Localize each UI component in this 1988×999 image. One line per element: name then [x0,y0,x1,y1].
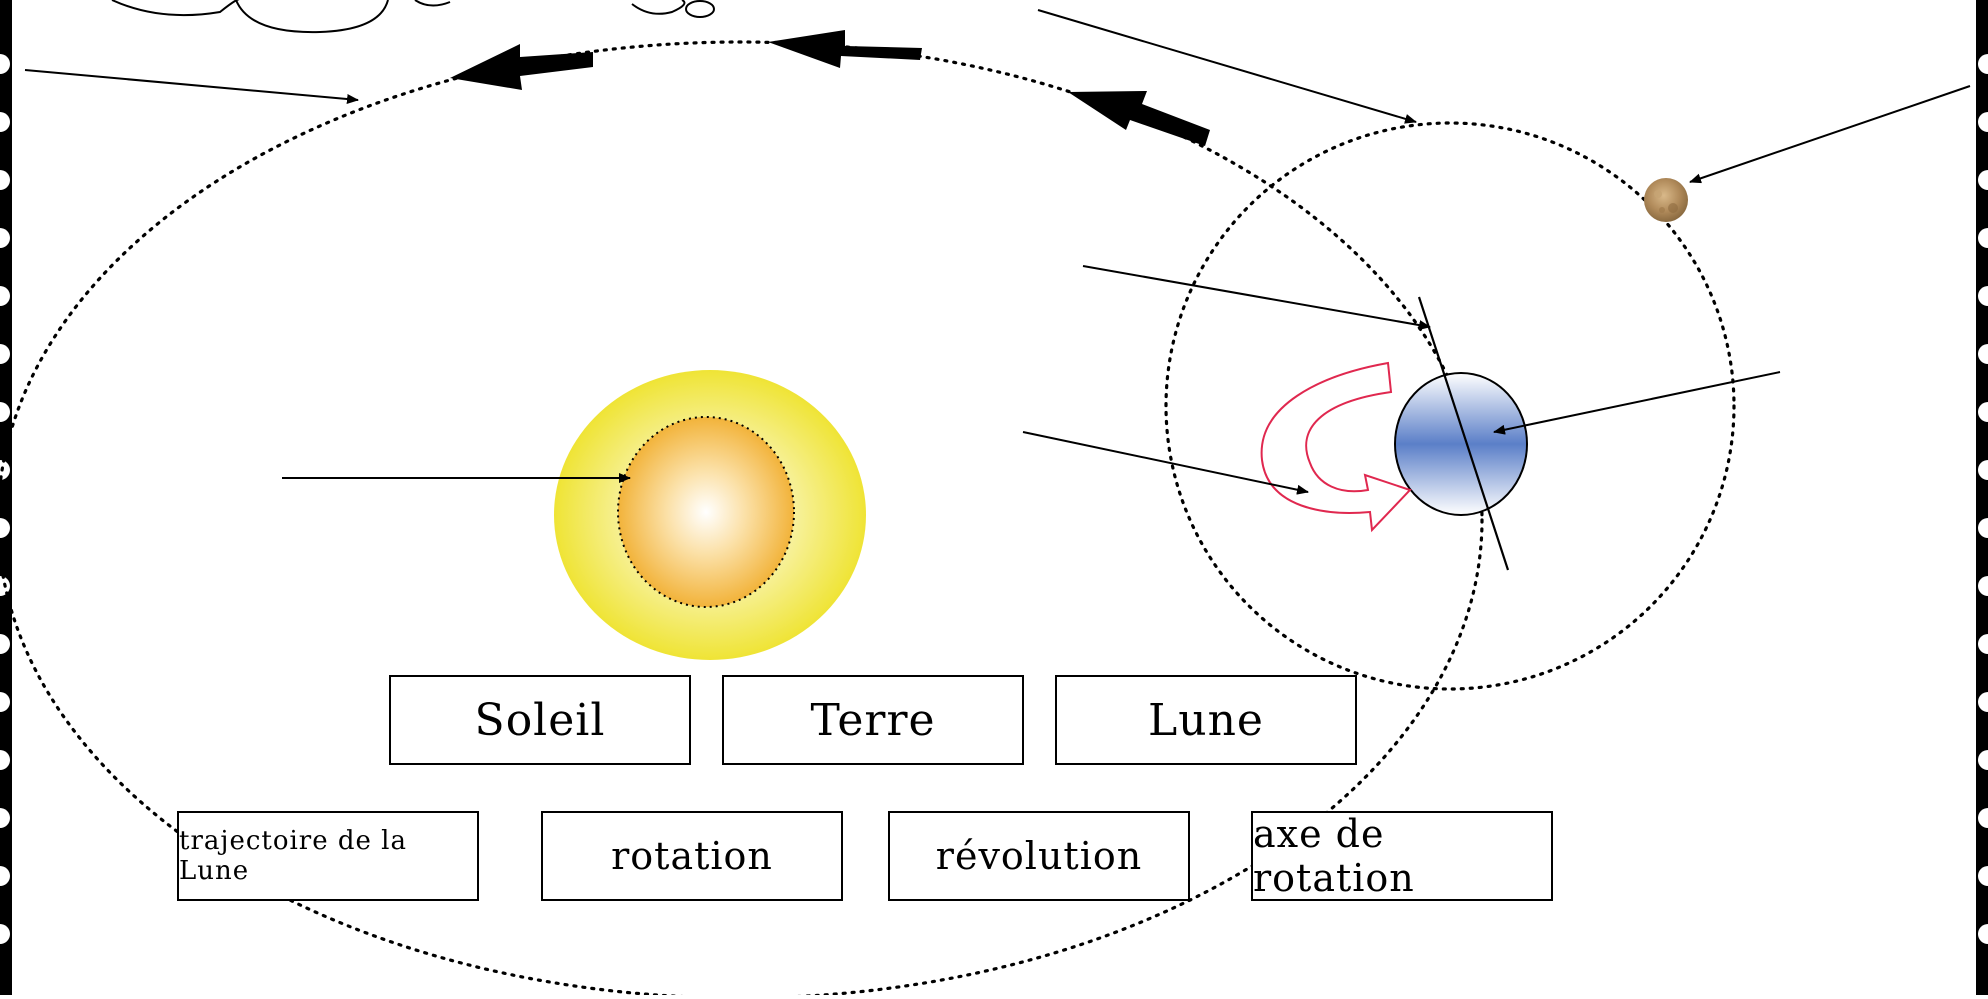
earth [1394,372,1528,516]
label-soleil[interactable]: Soleil [389,675,691,765]
left-border [0,0,12,995]
label-axe-de-rotation[interactable]: axe de rotation [1251,811,1553,901]
right-border [1976,0,1988,995]
label-trajectoire-de-la-lune[interactable]: trajectoire de la Lune [177,811,479,901]
moon-orbit [1164,121,1736,691]
label-terre[interactable]: Terre [722,675,1024,765]
earth-orbit [0,40,1484,999]
rotation-curved-arrow [1260,361,1412,533]
revolution-direction-arrows [450,30,1210,146]
earth-axis [1417,296,1510,571]
moon [1644,178,1688,222]
label-revolution[interactable]: révolution [888,811,1190,901]
sun [554,370,866,660]
pointer-lines [24,9,1971,495]
thought-bubble-fragment [111,0,715,34]
label-lune[interactable]: Lune [1055,675,1357,765]
label-rotation[interactable]: rotation [541,811,843,901]
